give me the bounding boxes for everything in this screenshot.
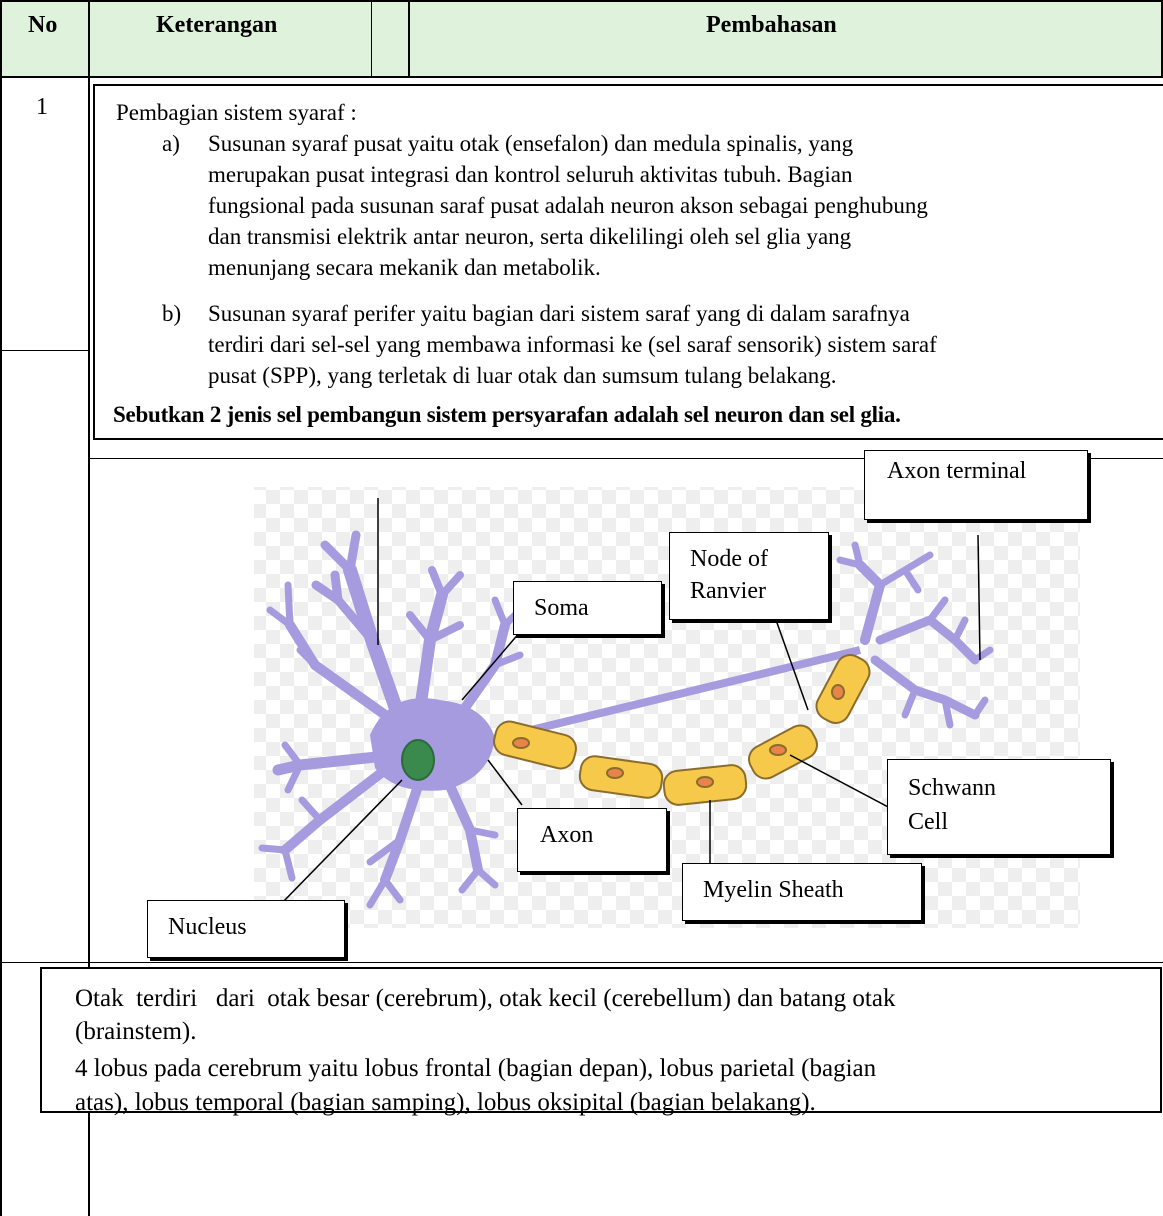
brain-line: atas), lobus temporal (bagian samping), … (75, 1087, 816, 1118)
brain-line: Otak terdiri dari otak besar (cerebrum),… (75, 983, 895, 1014)
label-node-of-ranvier: Node of Ranvier (669, 532, 829, 620)
brain-line: (brainstem). (75, 1016, 196, 1047)
label-axon-terminal: Axon terminal (864, 450, 1088, 520)
label-axon: Axon (517, 808, 667, 872)
brain-line: 4 lobus pada cerebrum yaitu lobus fronta… (75, 1053, 876, 1084)
nucleus-shape (402, 740, 434, 780)
label-myelin-sheath: Myelin Sheath (682, 863, 922, 921)
label-nucleus: Nucleus (147, 900, 345, 958)
label-soma: Soma (513, 581, 662, 635)
label-schwann-cell: Schwann Cell (887, 759, 1111, 855)
